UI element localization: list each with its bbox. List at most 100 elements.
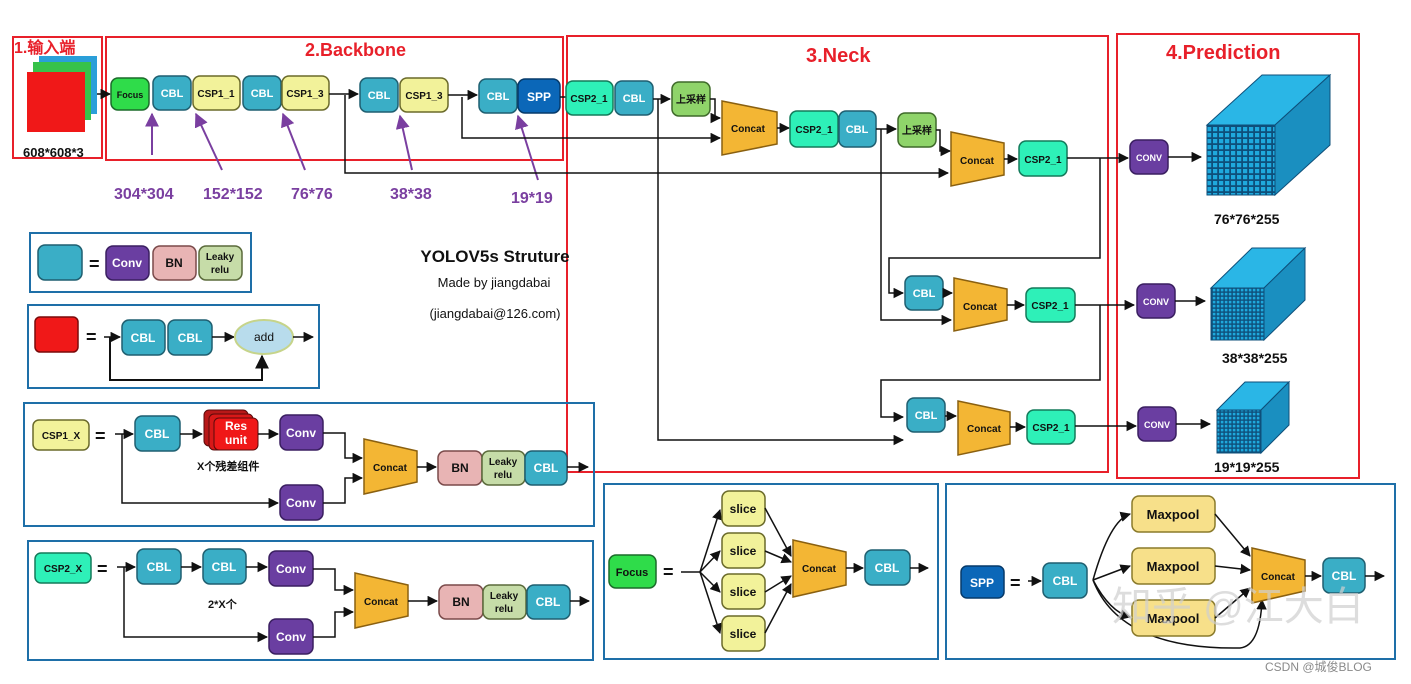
svg-text:Conv: Conv [286, 426, 316, 440]
svg-text:relu: relu [495, 604, 513, 615]
legend-csp2-cbl-a: CBL [136, 548, 182, 585]
svg-text:CBL: CBL [534, 461, 559, 475]
svg-text:CBL: CBL [178, 331, 203, 345]
diagram-title: YOLOV5s Struture [420, 247, 569, 266]
svg-text:relu: relu [494, 470, 512, 481]
svg-text:Conv: Conv [112, 256, 142, 270]
legend-res-add: add [234, 319, 294, 355]
legend-focus-cbl: CBL [864, 549, 911, 586]
neck-cbl-c: CBL [904, 275, 944, 311]
legend-csp1-conv-a: Conv [279, 414, 324, 451]
svg-text:CBL: CBL [131, 331, 156, 345]
svg-text:CBL: CBL [368, 90, 391, 102]
pred-conv-3: CONV [1137, 406, 1177, 442]
neck-csp2-1-a: CSP2_1 [565, 80, 614, 116]
legend-cbl-leaky: Leaky relu [198, 245, 243, 281]
svg-text:CBL: CBL [212, 560, 237, 574]
svg-text:slice: slice [730, 544, 757, 558]
legend-spp-maxpool-1: Maxpool [1131, 495, 1216, 533]
output-cube-19 [1215, 380, 1291, 455]
legend-csp2-equals: = [97, 559, 108, 579]
size-label-304: 304*304 [114, 186, 174, 203]
svg-text:Concat: Concat [802, 564, 837, 575]
legend-csp1-frame [23, 402, 595, 527]
svg-text:Concat: Concat [1261, 572, 1296, 583]
svg-text:relu: relu [211, 265, 229, 276]
svg-text:CONV: CONV [1143, 297, 1169, 307]
legend-cbl-block [37, 244, 83, 281]
neck-concat-c: Concat [953, 277, 1008, 332]
svg-text:SPP: SPP [970, 576, 994, 590]
footer-credit: CSDN @城俊BLOG [1265, 659, 1372, 674]
svg-text:CBL: CBL [846, 124, 869, 136]
svg-text:Concat: Concat [963, 302, 998, 313]
svg-text:Conv: Conv [286, 496, 316, 510]
legend-focus-slice-2: slice [721, 532, 766, 569]
svg-text:Concat: Concat [373, 463, 408, 474]
svg-text:CBL: CBL [161, 88, 184, 100]
backbone-cbl-4: CBL [478, 78, 518, 114]
svg-text:add: add [254, 330, 274, 344]
legend-csp1-cbl: CBL [134, 415, 181, 452]
section-title-neck: 3.Neck [806, 45, 871, 67]
svg-text:上采样: 上采样 [902, 124, 932, 137]
neck-frame [566, 35, 1109, 473]
legend-spp-equals: = [1010, 573, 1021, 593]
svg-text:CSP1_X: CSP1_X [42, 431, 81, 442]
legend-spp-frame [945, 483, 1396, 660]
legend-csp2-cbl-b: CBL [202, 548, 247, 585]
legend-spp-maxpool-2: Maxpool [1131, 547, 1216, 585]
legend-res-frame [27, 304, 320, 389]
svg-text:Focus: Focus [117, 90, 144, 100]
legend-csp2-bn: BN [438, 584, 484, 620]
svg-text:CBL: CBL [1332, 569, 1357, 583]
section-title-backbone: 2.Backbone [305, 40, 406, 60]
section-title-prediction: 4.Prediction [1166, 42, 1280, 64]
legend-csp1-cbl-out: CBL [524, 450, 568, 486]
legend-csp2-frame [27, 540, 594, 661]
legend-csp1-block: CSP1_X [32, 419, 90, 451]
legend-csp1-conv-b: Conv [279, 484, 324, 521]
svg-text:slice: slice [730, 585, 757, 599]
svg-text:slice: slice [730, 502, 757, 516]
svg-text:CSP2_1: CSP2_1 [1031, 301, 1069, 312]
neck-concat-d: Concat [957, 400, 1011, 456]
legend-focus-equals: = [663, 562, 674, 582]
svg-text:BN: BN [452, 595, 469, 609]
legend-csp1-leaky: Leaky relu [481, 450, 526, 486]
legend-focus-frame [603, 483, 939, 660]
svg-text:CSP2_1: CSP2_1 [1024, 155, 1062, 166]
svg-text:unit: unit [225, 433, 247, 447]
input-image-layer-1 [27, 72, 85, 132]
neck-upsample-a: 上采样 [671, 81, 711, 117]
backbone-cbl-1: CBL [152, 75, 192, 111]
input-size-label: 608*608*3 [23, 145, 84, 160]
legend-csp1-resunit: Res unit [203, 409, 259, 451]
legend-csp1-bn: BN [437, 450, 483, 486]
svg-text:slice: slice [730, 627, 757, 641]
legend-res-equals: = [86, 327, 97, 347]
svg-text:CSP1_3: CSP1_3 [405, 91, 443, 102]
author-email: (jiangdabai@126.com) [430, 306, 561, 321]
legend-csp1-equals: = [95, 426, 106, 446]
svg-text:CSP2_X: CSP2_X [44, 564, 83, 575]
legend-focus-block: Focus [608, 554, 657, 589]
svg-text:Conv: Conv [276, 630, 306, 644]
neck-csp2-1-e: CSP2_1 [1026, 409, 1076, 445]
neck-concat-b: Concat [950, 131, 1005, 187]
svg-text:BN: BN [165, 256, 182, 270]
neck-cbl-a: CBL [614, 80, 654, 116]
output-cube-76 [1205, 73, 1332, 197]
output-size-38: 38*38*255 [1222, 350, 1288, 366]
svg-text:CSP1_1: CSP1_1 [197, 89, 235, 100]
neck-upsample-b: 上采样 [897, 112, 937, 148]
legend-csp2-leaky: Leaky relu [482, 584, 527, 620]
svg-text:CBL: CBL [915, 410, 938, 422]
neck-csp2-1-d: CSP2_1 [1025, 287, 1076, 323]
svg-text:Maxpool: Maxpool [1147, 611, 1200, 626]
legend-cbl-bn: BN [152, 245, 197, 281]
legend-cbl-conv: Conv [105, 245, 150, 281]
legend-spp-cbl-out: CBL [1322, 557, 1366, 594]
output-size-76: 76*76*255 [1214, 211, 1280, 227]
